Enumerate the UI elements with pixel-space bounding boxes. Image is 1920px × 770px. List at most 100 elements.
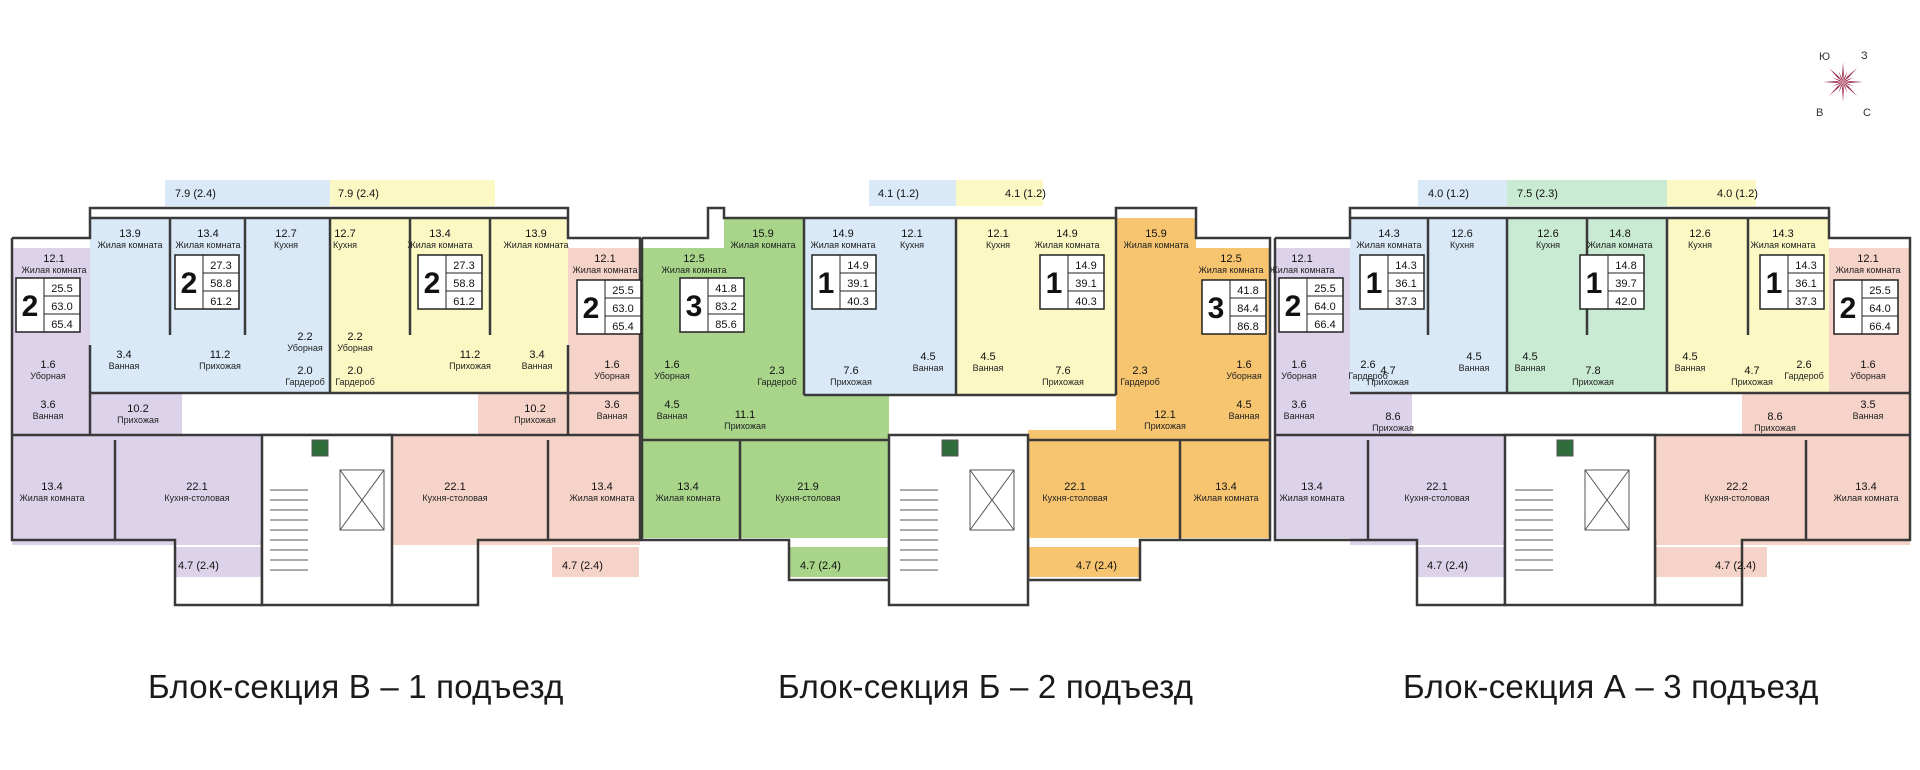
room-name: Уборная <box>30 371 66 381</box>
apartment-badge: 114.336.137.3 <box>1759 254 1825 310</box>
compass-ray <box>1843 82 1855 87</box>
room-name: Ванная <box>33 411 64 421</box>
room-name: Жилая комната <box>1198 265 1263 275</box>
room-area: 13.4 <box>429 228 450 240</box>
room-area: 7.6 <box>843 365 858 377</box>
room-name: Прихожая <box>1754 423 1796 433</box>
room-area: 12.6 <box>1537 228 1558 240</box>
exit-sign <box>1556 439 1574 457</box>
room-area: 1.6 <box>40 359 55 371</box>
balcony-label: 4.0 (1.2) <box>1717 188 1758 200</box>
room-area: 8.6 <box>1385 411 1400 423</box>
room-area: 2.3 <box>1132 365 1147 377</box>
balcony <box>165 180 330 206</box>
compass-rose: Ю З В С <box>1816 50 1871 119</box>
room-area: 12.5 <box>1220 253 1241 265</box>
badge-area-2: 58.8 <box>453 278 474 290</box>
badge-rooms: 3 <box>686 290 703 323</box>
room-name: Жилая комната <box>730 240 795 250</box>
apt-fill-lilac <box>12 393 182 440</box>
room-name: Гардероб <box>1348 371 1388 381</box>
room-area: 13.4 <box>1215 481 1236 493</box>
badge-rooms: 2 <box>1840 292 1857 325</box>
apartment-badge: 227.358.861.2 <box>417 254 483 310</box>
room-area: 4.5 <box>1466 351 1481 363</box>
apartment-badge: 341.883.285.6 <box>679 277 745 333</box>
compass-ray <box>1843 81 1863 83</box>
compass-ray <box>1843 67 1858 82</box>
room-area: 22.1 <box>1064 481 1085 493</box>
room-area: 2.2 <box>347 331 362 343</box>
badge-area-3: 42.0 <box>1615 296 1636 308</box>
badge-rooms: 3 <box>1208 292 1225 325</box>
badge-area-3: 65.4 <box>51 319 72 331</box>
badge-rooms: 1 <box>1586 267 1603 300</box>
room-area: 14.8 <box>1609 228 1630 240</box>
badge-area-1: 14.3 <box>1395 260 1416 272</box>
apartment-badge: 225.564.066.4 <box>1833 279 1899 335</box>
balcony-labels: 7.9 (2.4)7.9 (2.4)4.1 (1.2)4.1 (1.2)4.0 … <box>175 188 1758 572</box>
badge-frame <box>174 254 240 310</box>
room-area: 1.6 <box>664 359 679 371</box>
apartment-badge: 114.939.140.3 <box>1039 254 1105 310</box>
badge-area-1: 41.8 <box>715 283 736 295</box>
room-area: 4.5 <box>1682 351 1697 363</box>
room-name: Кухня <box>1450 240 1474 250</box>
room-area: 2.0 <box>347 365 362 377</box>
badge-area-2: 64.0 <box>1314 301 1335 313</box>
room-area: 2.6 <box>1796 359 1811 371</box>
room-area: 1.6 <box>1236 359 1251 371</box>
badge-area-1: 14.9 <box>1075 260 1096 272</box>
apt-fill-orange <box>1116 218 1196 538</box>
room-area: 1.6 <box>1291 359 1306 371</box>
room-name: Ванная <box>913 363 944 373</box>
room-area: 13.4 <box>1301 481 1322 493</box>
apartment-badge: 227.358.861.2 <box>174 254 240 310</box>
room-area: 4.5 <box>1522 351 1537 363</box>
room-name: Жилая комната <box>572 265 637 275</box>
apartment-badge: 114.336.137.3 <box>1359 254 1425 310</box>
room-area: 2.0 <box>297 365 312 377</box>
compass-ray <box>1831 82 1843 87</box>
badge-area-1: 27.3 <box>453 260 474 272</box>
room-name: Кухня-столовая <box>775 493 840 503</box>
balcony <box>789 547 889 577</box>
room-name: Жилая комната <box>569 493 634 503</box>
room-name: Кухня-столовая <box>164 493 229 503</box>
room-area: 11.2 <box>210 349 231 361</box>
room-area: 4.5 <box>664 399 679 411</box>
room-area: 2.6 <box>1360 359 1375 371</box>
badge-area-1: 41.8 <box>1237 285 1258 297</box>
room-area: 15.9 <box>1145 228 1166 240</box>
elevator-cross <box>339 469 385 531</box>
compass-ray <box>1828 67 1843 82</box>
balcony <box>175 547 262 577</box>
balcony <box>552 547 639 577</box>
stair-steps <box>270 439 1630 571</box>
